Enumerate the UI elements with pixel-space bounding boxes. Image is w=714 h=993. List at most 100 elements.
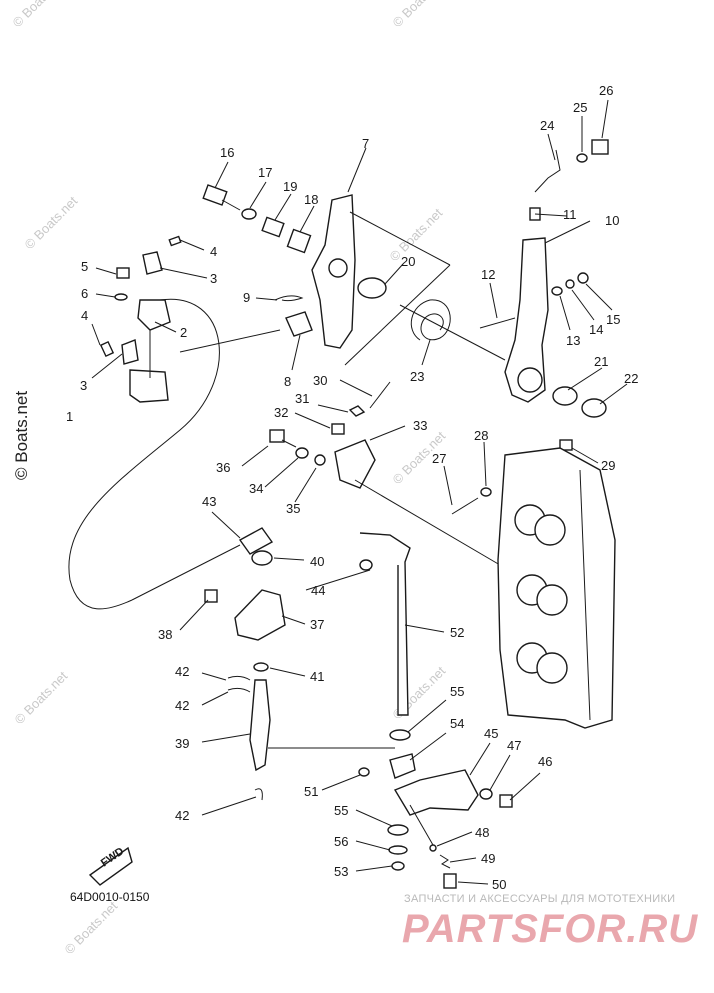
shift-lever-45 (393, 769, 479, 816)
callout-label: 42 (175, 698, 189, 713)
collar-15 (577, 272, 589, 284)
callout-label: 11 (563, 207, 577, 222)
callout-label: 38 (158, 627, 172, 642)
callout-label: 1 (66, 409, 73, 424)
callout-label: 47 (507, 738, 521, 753)
callout-label: 27 (432, 451, 446, 466)
callout-label: 46 (538, 754, 552, 769)
callout-label: 54 (450, 716, 464, 731)
clip-42b (227, 687, 251, 693)
washer-55-top (389, 729, 411, 741)
callout-label: 35 (286, 501, 300, 516)
spring-23 (410, 299, 451, 341)
callout-label: 16 (220, 145, 234, 160)
washer-34 (295, 447, 309, 459)
control-cable (68, 298, 220, 610)
callout-label: 39 (175, 736, 189, 751)
callout-label: 34 (249, 481, 263, 496)
clip-42a (227, 675, 251, 681)
callout-label: 31 (295, 391, 309, 406)
callout-label: 21 (594, 354, 608, 369)
bolt-38 (204, 589, 218, 603)
callout-label: 52 (450, 625, 464, 640)
screw-29 (559, 439, 573, 451)
watermark-tile: © Boats.net (387, 205, 446, 264)
callout-label: 42 (175, 808, 189, 823)
nut-32 (331, 423, 345, 435)
callout-label: 24 (540, 118, 554, 133)
collar-20 (357, 277, 387, 299)
callout-label: 42 (175, 664, 189, 679)
callout-label: 33 (413, 418, 427, 433)
callout-label: 37 (310, 617, 324, 632)
bolt-36 (269, 429, 285, 443)
joint-43 (238, 527, 274, 555)
carburetor-block (497, 447, 616, 729)
bracket-37 (234, 589, 286, 641)
callout-label: 14 (589, 322, 603, 337)
callout-label: 26 (599, 83, 613, 98)
collar-35 (314, 454, 326, 466)
callout-label: 41 (310, 669, 324, 684)
callout-label: 55 (334, 803, 348, 818)
watermark-tile: © Boats.net (12, 668, 71, 727)
callout-label: 48 (475, 825, 489, 840)
brand-logo: PARTSFOR.RU (402, 907, 699, 951)
watermark-tiles: © Boats.net © Boats.net © Boats.net © Bo… (10, 0, 449, 957)
callout-label: 18 (304, 192, 318, 207)
callout-label: 4 (210, 244, 217, 259)
throttle-cable (179, 329, 281, 353)
callout-label: 28 (474, 428, 488, 443)
collar-40 (251, 550, 273, 566)
leader-lines (91, 99, 628, 885)
callout-label: 3 (210, 271, 217, 286)
shift-arm-39 (249, 679, 271, 772)
bolt-27 (451, 497, 479, 515)
spring-13 (551, 286, 563, 296)
callout-label: 10 (605, 213, 619, 228)
nut-31 (348, 405, 366, 417)
clip-53 (391, 861, 405, 871)
callout-label: 49 (481, 851, 495, 866)
bolt-12 (479, 317, 516, 329)
arm-pivot (517, 367, 543, 393)
shift-cable (131, 544, 241, 601)
callout-label: 6 (81, 286, 88, 301)
callout-label: 12 (481, 267, 495, 282)
watermark-tile: © Boats.net (62, 898, 121, 957)
joint-8 (285, 311, 313, 337)
callout-label: 36 (216, 460, 230, 475)
callout-label: 5 (81, 259, 88, 274)
callout-label: 13 (566, 333, 580, 348)
callout-label: 56 (334, 834, 348, 849)
callout-label: 9 (243, 290, 250, 305)
small-parts-left (99, 235, 182, 358)
callout-label: 22 (624, 371, 638, 386)
shift-rod-52 (359, 532, 411, 716)
callout-label: 50 (492, 877, 506, 892)
watermark-tile: © Boats.net (390, 0, 449, 30)
washer-55-bottom (387, 824, 409, 836)
top-bolts (202, 184, 312, 254)
washer-41 (253, 662, 269, 672)
cable-bracket (121, 251, 171, 403)
callout-label: 43 (202, 494, 216, 509)
nut-44 (359, 559, 373, 571)
drawing-code: 64D0010-0150 (70, 890, 150, 904)
callout-label: 51 (304, 784, 318, 799)
callout-label: 32 (274, 405, 288, 420)
callout-label: 15 (606, 312, 620, 327)
callout-label: 29 (601, 458, 615, 473)
nut-25 (576, 153, 588, 163)
callout-label: 8 (284, 374, 291, 389)
callout-label: 17 (258, 165, 272, 180)
callout-label: 2 (180, 325, 187, 340)
clip-9 (274, 295, 304, 302)
rod-30 (369, 381, 391, 409)
washer-21 (552, 386, 578, 406)
ball-48 (429, 844, 437, 852)
bushing-54 (389, 753, 416, 779)
callout-labels: 1 2 3 3 4 4 5 6 7 8 9 10 11 12 13 14 15 … (66, 83, 638, 892)
brand-tagline: ЗАПЧАСТИ И АКСЕССУАРЫ ДЛЯ МОТОТЕХНИКИ (404, 893, 676, 905)
link-rod-24 (534, 149, 561, 193)
